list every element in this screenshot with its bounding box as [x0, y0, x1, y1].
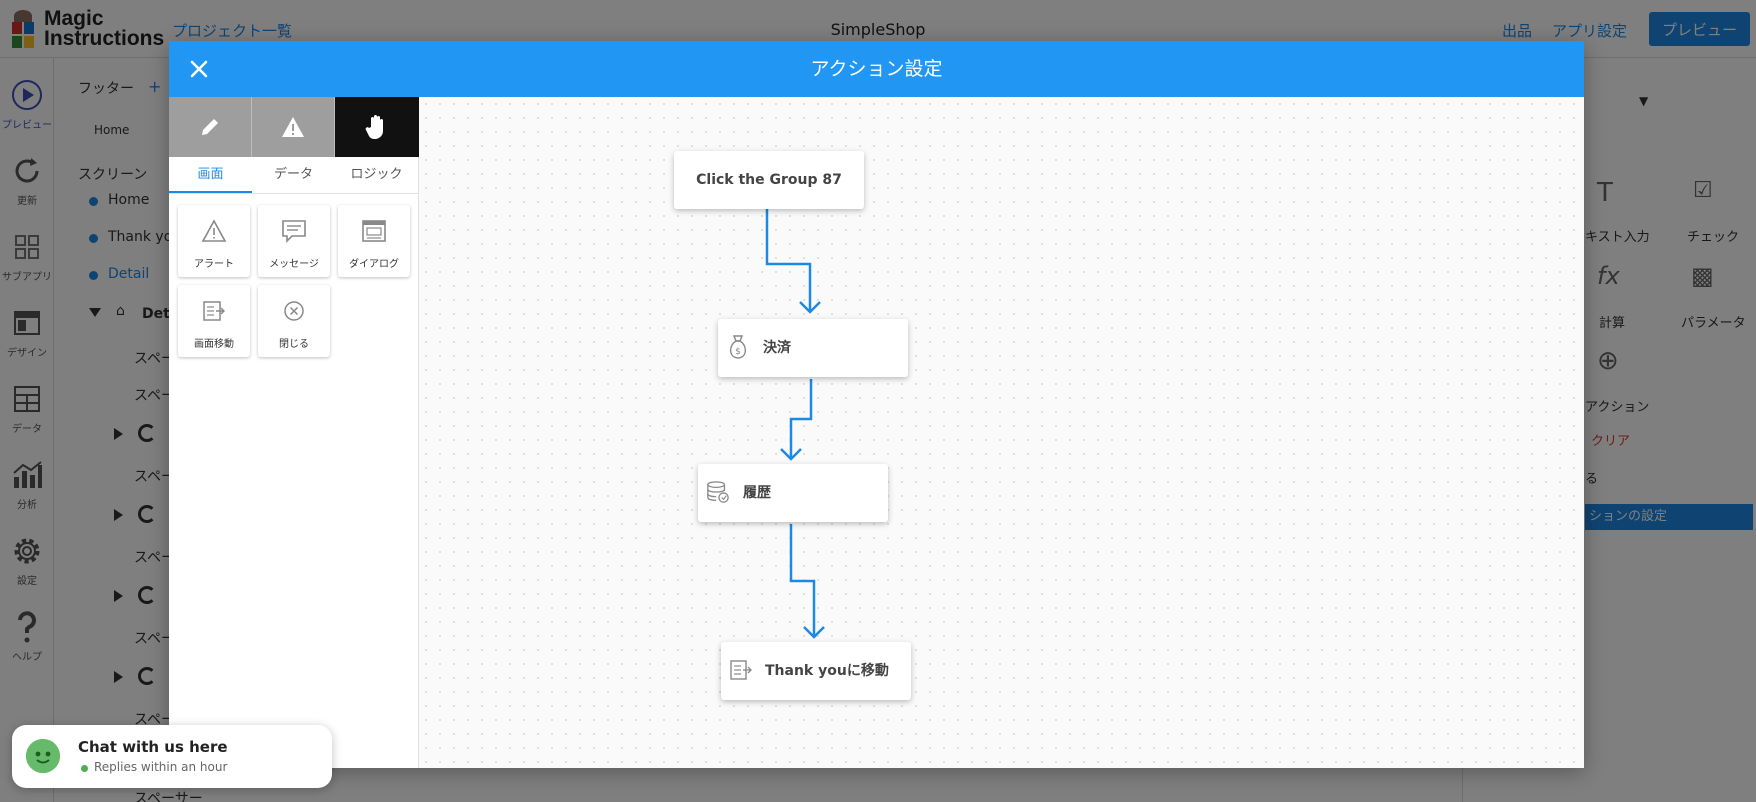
hand-icon	[365, 114, 383, 139]
connector-arrow	[780, 448, 802, 461]
palette-item-close[interactable]: 閉じる	[258, 285, 330, 357]
palette-item-label: アラート	[194, 259, 234, 270]
subtab-screen[interactable]: 画面	[169, 157, 252, 193]
flow-node-payment[interactable]: $ 決済	[718, 319, 908, 377]
tab-action[interactable]	[335, 97, 419, 157]
message-icon	[258, 217, 330, 245]
action-settings-modal: アクション設定 画面 データ ロジック アラート メッセージ	[169, 41, 1584, 768]
flow-node-trigger[interactable]: Click the Group 87	[674, 151, 864, 209]
subtab-data[interactable]: データ	[273, 167, 313, 182]
close-button[interactable]	[185, 55, 213, 83]
modal-title: アクション設定	[810, 58, 943, 80]
tab-warning[interactable]	[252, 97, 335, 157]
connector-arrow	[803, 626, 825, 639]
palette-item-alert[interactable]: アラート	[178, 205, 250, 277]
close-icon	[190, 60, 208, 78]
palette-item-screen-move[interactable]: 画面移動	[178, 285, 250, 357]
alert-icon	[178, 217, 250, 245]
pencil-icon	[202, 119, 218, 135]
flow-node-label: Thank youに移動	[765, 663, 889, 679]
palette-item-dialog[interactable]: ダイアログ	[338, 205, 410, 277]
connector-line	[789, 379, 813, 459]
tab-edit[interactable]	[169, 97, 252, 157]
palette-item-label: 閉じる	[279, 339, 309, 350]
screen-move-icon	[729, 656, 753, 684]
flow-canvas[interactable]: Click the Group 87 $ 決済 履歴 Thank youに移動	[419, 97, 1584, 768]
subtab-divider	[169, 193, 419, 194]
connector-line	[765, 202, 812, 312]
screen-move-icon	[178, 297, 250, 325]
palette-item-label: ダイアログ	[349, 259, 399, 270]
chat-avatar-icon	[26, 739, 60, 773]
flow-node-label: 決済	[763, 340, 791, 356]
close-circle-icon	[258, 297, 330, 325]
chat-widget[interactable]: Chat with us here Replies within an hour	[12, 725, 332, 788]
flow-node-label: 履歴	[743, 485, 771, 501]
palette-item-message[interactable]: メッセージ	[258, 205, 330, 277]
subtab-logic[interactable]: ロジック	[350, 167, 403, 182]
connector-line	[789, 524, 816, 637]
palette-item-label: メッセージ	[269, 259, 319, 270]
database-icon	[706, 478, 730, 506]
svg-text:$: $	[735, 347, 741, 357]
flow-node-history[interactable]: 履歴	[698, 464, 888, 522]
dialog-icon	[338, 217, 410, 245]
flow-node-navigate[interactable]: Thank youに移動	[721, 642, 911, 700]
money-bag-icon: $	[726, 333, 750, 361]
modal-header: アクション設定	[169, 41, 1584, 97]
chat-title: Chat with us here	[78, 738, 228, 756]
flow-connectors	[765, 202, 825, 639]
chat-subtitle: Replies within an hour	[94, 760, 228, 774]
action-palette: 画面 データ ロジック アラート メッセージ ダイアログ 画面移動	[169, 97, 419, 768]
connector-arrow	[799, 301, 821, 314]
warning-icon	[282, 117, 304, 137]
flow-node-label: Click the Group 87	[696, 172, 842, 188]
palette-item-label: 画面移動	[194, 339, 234, 350]
online-status-dot	[81, 765, 88, 772]
